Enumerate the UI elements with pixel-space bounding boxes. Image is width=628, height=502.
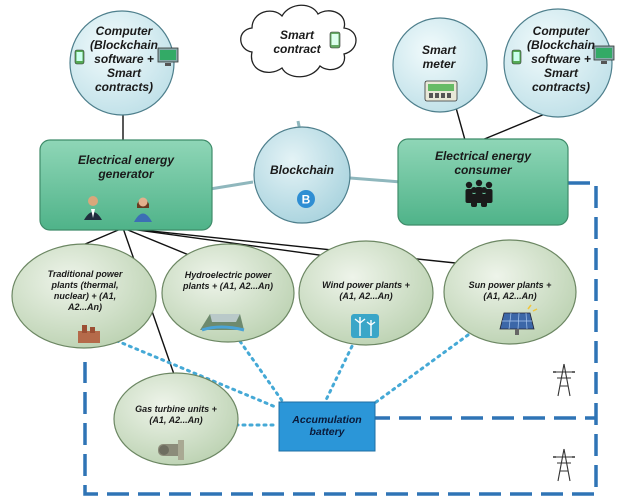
businessman-icon xyxy=(84,196,102,220)
computer-left-bubble xyxy=(69,10,175,116)
traditional-plant-ellipse xyxy=(11,243,157,349)
svg-text:B: B xyxy=(302,193,311,207)
hydro-plant-ellipse xyxy=(161,243,295,343)
gas-plant-label: Gas turbine units + (A1, A2...An) xyxy=(135,403,217,425)
computer-left-label: Computer (Blockchain software + Smart co… xyxy=(89,23,158,95)
phone-icon xyxy=(329,31,341,49)
businesswoman-icon xyxy=(134,197,152,222)
smart-contract-cloud xyxy=(240,4,357,78)
blockchain-label: Blockchain xyxy=(269,162,335,177)
generator-label: Electrical energy generator xyxy=(77,152,175,181)
people-icon xyxy=(465,179,493,207)
smart-meter-label: Smart meter xyxy=(421,42,456,71)
smart-contract-label: Smart contract xyxy=(273,27,321,56)
phone-icon xyxy=(511,49,522,65)
computer-icon xyxy=(157,47,179,66)
computer-right-label: Computer (Blockchain software + Smart co… xyxy=(526,23,595,95)
power-tower-icon xyxy=(553,363,575,397)
hydro-plant-label: Hydroelectric power plants + (A1, A2...A… xyxy=(183,269,273,291)
generator-box xyxy=(39,139,213,231)
phone-icon xyxy=(74,49,85,65)
gas-turbine-icon xyxy=(158,440,184,460)
traditional-plant-label: Traditional power plants (thermal, nucle… xyxy=(47,268,123,313)
solar-panel-icon xyxy=(499,304,538,335)
wind-plant-ellipse xyxy=(298,240,434,346)
consumer-box xyxy=(397,138,569,226)
computer-right-bubble xyxy=(503,8,613,118)
dam-icon xyxy=(200,314,245,332)
wind-turbine-icon xyxy=(351,314,379,338)
thermal-plant-icon xyxy=(78,325,100,343)
sun-plant-label: Sun power plants + (A1, A2...An) xyxy=(468,279,552,301)
battery-box xyxy=(278,401,376,452)
power-tower-icon xyxy=(553,448,575,482)
smart-meter-bubble xyxy=(392,17,488,113)
gas-plant-ellipse xyxy=(113,372,239,466)
grid-dashed-lines xyxy=(83,181,598,496)
wind-plant-label: Wind power plants + (A1, A2...An) xyxy=(322,279,410,301)
blockchain-circle xyxy=(253,126,351,224)
sun-plant-ellipse xyxy=(443,239,577,345)
computer-icon xyxy=(593,45,615,64)
smart-meter-icon xyxy=(424,80,458,102)
bitcoin-icon: B xyxy=(297,190,315,208)
consumer-label: Electrical energy consumer xyxy=(434,148,532,177)
battery-label: Accumulation battery xyxy=(292,413,362,438)
